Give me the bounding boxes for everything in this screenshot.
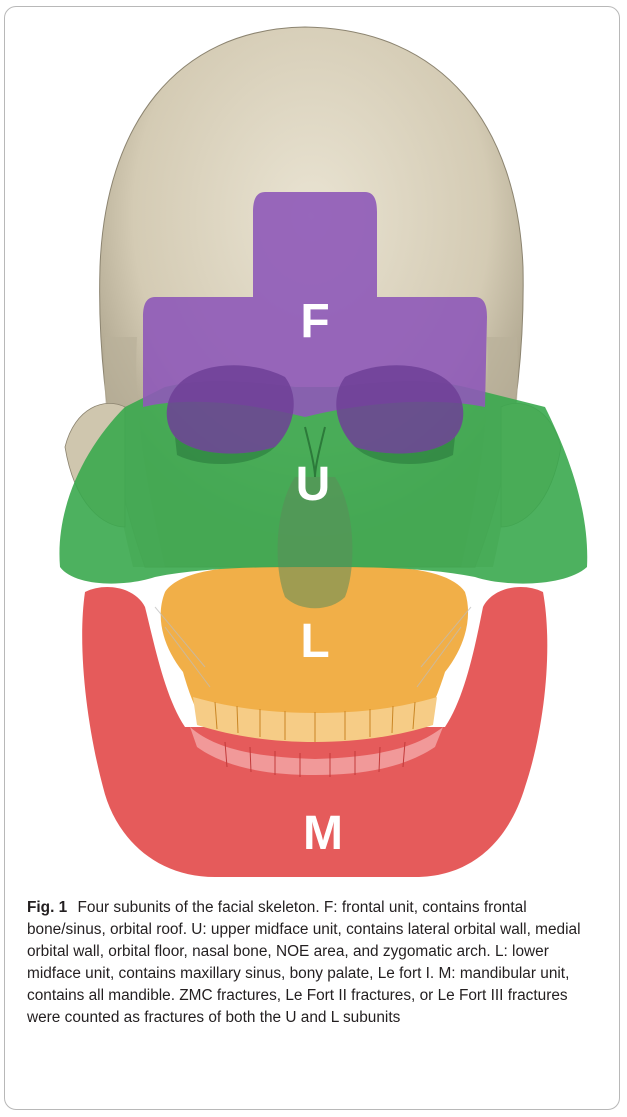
figure-label: Fig. 1 — [27, 899, 67, 916]
subunit-f-letter: F — [300, 295, 329, 348]
subunit-m-letter: M — [303, 807, 343, 860]
subunit-u-letter: U — [296, 458, 331, 511]
figure-caption: Fig. 1 Four subunits of the facial skele… — [27, 897, 601, 1029]
subunit-l-letter: L — [300, 615, 329, 668]
figure-frame: F U L M Fig. 1 Four subunits of the faci… — [4, 6, 620, 1110]
skull-illustration: F U L M — [5, 7, 620, 887]
figure-caption-text: Four subunits of the facial skeleton. F:… — [27, 899, 581, 1026]
